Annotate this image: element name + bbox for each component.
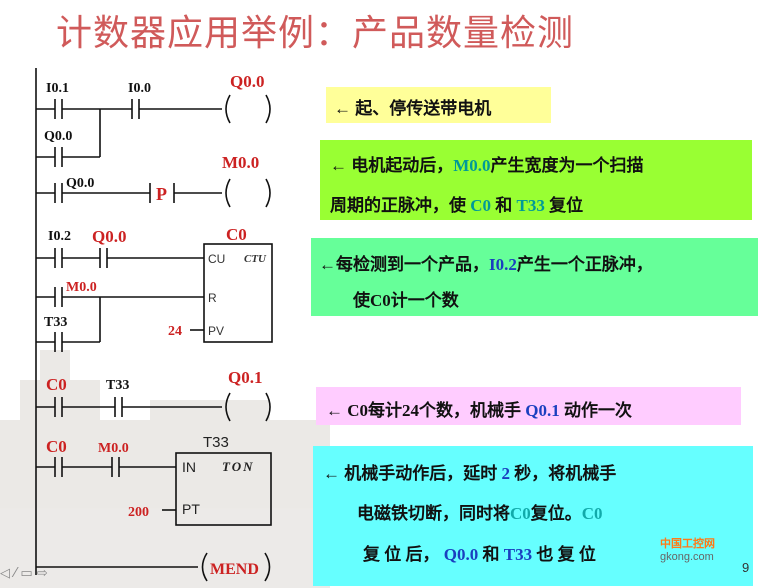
note5-t33: T33 (503, 545, 533, 564)
note2-and: 和 (491, 196, 517, 215)
note-counter-action: ← C0每计24个数，机械手 Q0.1 动作一次 (316, 387, 741, 425)
timer-t33-label: T33 (203, 434, 229, 451)
note3-i02: I0.2 (489, 255, 517, 274)
ton-label: TON (222, 459, 254, 474)
contact-m00-r5-label: M0.0 (98, 441, 129, 456)
note5-c0a: C0 (510, 504, 531, 523)
note-product-count: ←每检测到一个产品，I0.2产生一个正脉冲， 使C0计一个数 (311, 238, 758, 316)
in-pin-label: IN (182, 459, 196, 475)
note5-part5: 复 位 后， (363, 545, 444, 564)
pv-value-label: 24 (168, 324, 182, 339)
mend-label: MEND (210, 561, 259, 578)
contact-t33-label: T33 (106, 378, 129, 393)
note5-c0b: C0 (581, 504, 603, 523)
contact-q00-r3-label: Q0.0 (92, 227, 126, 246)
contact-i02-label: I0.2 (48, 229, 71, 244)
pt-pin-label: PT (182, 501, 200, 517)
seal-q00-label: Q0.0 (44, 129, 72, 144)
note5-part2: 秒，将机械手 (510, 464, 617, 483)
coil-m00-label: M0.0 (222, 153, 259, 172)
note5-q00: Q0.0 (443, 545, 479, 564)
reset-m00-label: M0.0 (66, 280, 97, 295)
slide-nav-controls[interactable]: ◁ ⁄ ▭ ⇨ (0, 566, 48, 581)
note5-part3: 电磁铁切断，同时将 (357, 504, 510, 523)
contact-i00-label: I0.0 (128, 81, 151, 96)
cu-pin-label: CU (208, 252, 225, 266)
note3-part1: ←每检测到一个产品， (319, 255, 489, 274)
page-number: 9 (742, 560, 750, 575)
pv-pin-label: PV (208, 324, 224, 338)
r-pin-label: R (208, 291, 217, 305)
note2-part4: 复位 (544, 196, 584, 215)
note2-part1: ← 电机起动后， (330, 156, 454, 175)
pulse-p-label: P (156, 184, 167, 204)
note2-t33: T33 (516, 196, 545, 215)
contact-c0-r5-label: C0 (46, 437, 67, 456)
note5-part1: ← 机械手动作后，延时 (323, 464, 502, 483)
note4-part1: ← C0每计24个数，机械手 (326, 401, 526, 420)
note5-and: 和 (478, 545, 504, 564)
note4-part2: 动作一次 (559, 401, 633, 420)
note3-part2: 产生一个正脉冲， (516, 255, 653, 274)
ctu-label: CTU (244, 253, 267, 265)
note5-part6: 也 复 位 (532, 545, 596, 564)
note-motor-pulse: ← 电机起动后，M0.0产生宽度为一个扫描 周期的正脉冲，使 C0 和 T33 … (320, 140, 752, 220)
note2-m00: M0.0 (453, 156, 491, 175)
note1-text: ← 起、停传送带电机 (334, 99, 492, 118)
note5-part4: 复位。 (530, 504, 582, 523)
note3-line2: 使C0计一个数 (353, 291, 459, 310)
counter-c0-label: C0 (226, 225, 247, 244)
note-timer-reset: ← 机械手动作后，延时 2 秒，将机械手 电磁铁切断，同时将C0复位。C0 复 … (313, 446, 753, 586)
page-title: 计数器应用举例：产品数量检测 (56, 13, 575, 54)
coil-q01-label: Q0.1 (228, 368, 262, 387)
contact-q00-label: Q0.0 (66, 176, 94, 191)
pt-value-label: 200 (128, 505, 149, 520)
reset-t33-label: T33 (44, 315, 67, 330)
coil-q00-label: Q0.0 (230, 72, 264, 91)
note2-part2: 产生宽度为一个扫描 (490, 156, 644, 175)
contact-c0-r4-label: C0 (46, 375, 67, 394)
note2-c0: C0 (470, 196, 492, 215)
note2-part3: 周期的正脉冲，使 (330, 196, 471, 215)
contact-i01-label: I0.1 (46, 81, 69, 96)
note4-q01: Q0.1 (525, 401, 560, 420)
note-motor-start-stop: ← 起、停传送带电机 (326, 87, 551, 123)
note5-2: 2 (501, 464, 511, 483)
